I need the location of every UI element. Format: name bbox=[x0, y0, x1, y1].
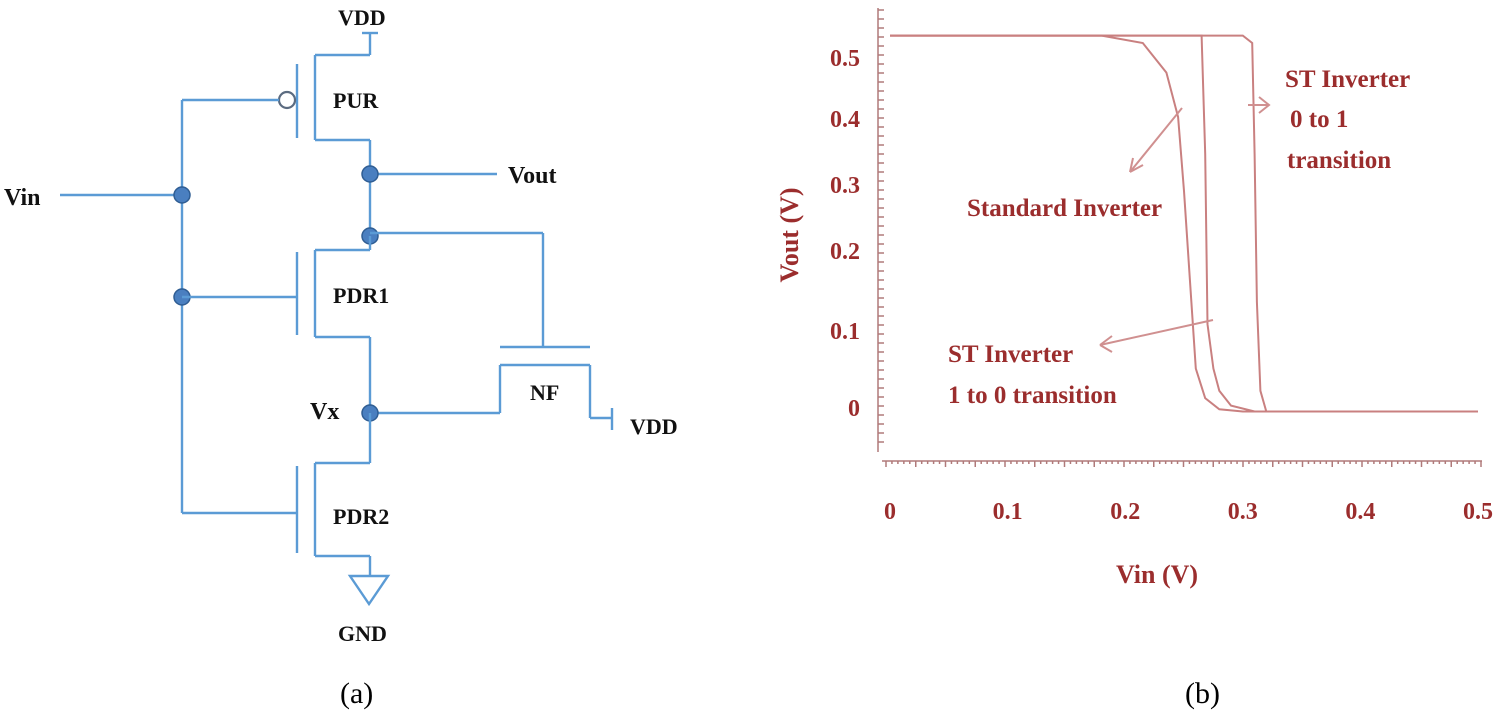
y-axis-ticks bbox=[878, 9, 884, 443]
nf-transistor bbox=[370, 345, 614, 430]
vx-label: Vx bbox=[310, 399, 339, 425]
standard-arrowhead-a bbox=[1129, 157, 1134, 173]
x-tick-labels: 0 0.1 0.2 0.3 0.4 0.5 bbox=[884, 499, 1493, 525]
standard-arrowhead-b bbox=[1129, 164, 1144, 173]
st10-line1: ST Inverter bbox=[948, 341, 1073, 368]
pur-transistor bbox=[182, 53, 372, 230]
x-tick-label: 0.5 bbox=[1463, 499, 1493, 525]
st01-line3: transition bbox=[1287, 147, 1391, 174]
st01-line1: ST Inverter bbox=[1285, 66, 1410, 93]
vin-label: Vin bbox=[4, 185, 40, 211]
x-axis-label: Vin (V) bbox=[1116, 560, 1198, 589]
standard-label: Standard Inverter bbox=[967, 195, 1162, 222]
y-tick-label: 0.5 bbox=[830, 46, 860, 72]
vdd-top-label: VDD bbox=[338, 5, 386, 30]
x-tick-label: 0.1 bbox=[993, 499, 1023, 525]
y-tick-labels: 0 0.1 0.2 0.3 0.4 0.5 bbox=[830, 46, 860, 422]
x-tick-label: 0.4 bbox=[1345, 499, 1375, 525]
x-tick-label: 0.2 bbox=[1110, 499, 1140, 525]
vout-node bbox=[361, 165, 379, 183]
st10-arrow bbox=[1099, 319, 1214, 346]
x-axis-ticks bbox=[885, 461, 1482, 467]
transfer-chart: 0 0.1 0.2 0.3 0.4 0.5 0 0.1 0.2 0.3 0.4 0.5 Vout (… bbox=[775, 8, 1493, 589]
y-tick-label: 0.1 bbox=[830, 319, 860, 345]
pdr1-label: PDR1 bbox=[333, 283, 389, 308]
series-line-3 bbox=[890, 34, 1478, 413]
pur-label: PUR bbox=[333, 88, 379, 113]
series-line-2 bbox=[890, 34, 1478, 413]
series-line-1 bbox=[890, 34, 1478, 413]
vin-node bbox=[173, 186, 191, 204]
y-tick-label: 0 bbox=[848, 396, 860, 422]
st10-arrowhead-a bbox=[1099, 335, 1113, 346]
caption-a: (a) bbox=[340, 677, 373, 710]
pur-gate-bubble bbox=[277, 90, 297, 110]
y-axis-label: Vout (V) bbox=[775, 187, 804, 282]
y-tick-label: 0.4 bbox=[830, 107, 860, 133]
vout-label: Vout bbox=[508, 163, 556, 189]
vdd-right-label: VDD bbox=[630, 414, 678, 439]
caption-b: (b) bbox=[1185, 677, 1220, 710]
st10-arrowhead-b bbox=[1099, 344, 1113, 353]
circuit-schematic: VDD PUR Vout Vin bbox=[4, 5, 678, 646]
y-tick-label: 0.3 bbox=[830, 173, 860, 199]
x-tick-label: 0.3 bbox=[1228, 499, 1258, 525]
pdr1-transistor bbox=[182, 236, 372, 413]
st10-line2: 1 to 0 transition bbox=[948, 382, 1117, 409]
gnd-symbol bbox=[347, 574, 391, 607]
curves bbox=[890, 34, 1478, 413]
standard-arrow bbox=[1129, 107, 1183, 173]
st01-line2: 0 to 1 bbox=[1290, 106, 1348, 133]
pdr2-label: PDR2 bbox=[333, 504, 389, 529]
nf-label: NF bbox=[530, 380, 559, 405]
pdr2-transistor bbox=[182, 413, 372, 576]
y-tick-label: 0.2 bbox=[830, 239, 860, 265]
st01-arrowhead bbox=[1258, 96, 1271, 114]
gnd-label: GND bbox=[338, 621, 387, 646]
x-tick-label: 0 bbox=[884, 499, 896, 525]
